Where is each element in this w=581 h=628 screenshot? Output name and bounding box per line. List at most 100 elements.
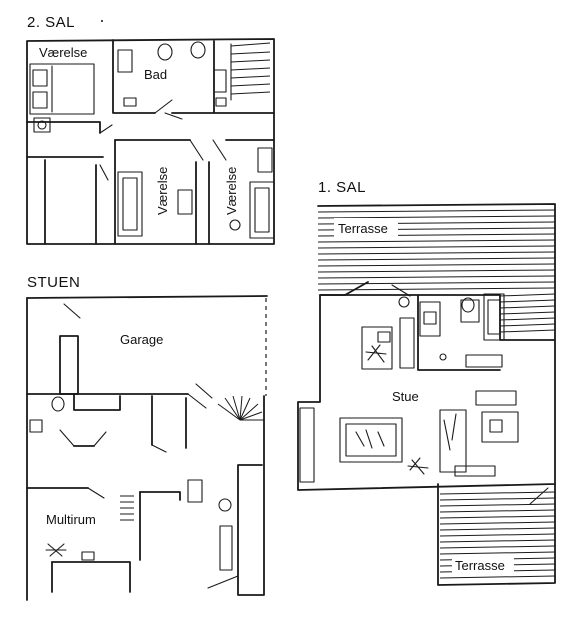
room-label-terrace: Terrasse bbox=[455, 558, 505, 573]
single-bed bbox=[249, 181, 275, 239]
label-background bbox=[452, 556, 514, 576]
sideboard bbox=[299, 407, 315, 483]
door-swing bbox=[207, 575, 239, 589]
chair bbox=[229, 219, 241, 231]
cabinet bbox=[187, 479, 203, 503]
room-label-garage: Garage bbox=[120, 332, 163, 347]
room-label-living-room: Stue bbox=[392, 389, 419, 404]
pen-dot bbox=[101, 20, 103, 22]
plant bbox=[365, 344, 387, 363]
mattress bbox=[254, 187, 270, 233]
wall bbox=[51, 561, 131, 593]
door-swing bbox=[99, 124, 113, 134]
toilet bbox=[461, 297, 475, 313]
chairs bbox=[355, 429, 385, 449]
door-swing bbox=[212, 139, 227, 161]
wall bbox=[171, 40, 215, 114]
dining-table bbox=[339, 417, 403, 463]
double-bed bbox=[29, 63, 95, 115]
room-label-bath: Bad bbox=[144, 67, 167, 82]
door-swing bbox=[59, 429, 75, 447]
door-swing bbox=[87, 487, 105, 499]
door-swing bbox=[344, 281, 369, 296]
cooktop bbox=[423, 311, 437, 325]
toilet bbox=[51, 396, 65, 412]
door-swing bbox=[93, 431, 107, 447]
cabinet bbox=[465, 354, 503, 368]
washing-machine bbox=[33, 117, 51, 133]
dining-table-top bbox=[345, 423, 397, 457]
door-swing bbox=[164, 112, 183, 120]
wall bbox=[112, 39, 156, 114]
door-swing bbox=[63, 303, 81, 319]
pillow bbox=[32, 91, 48, 109]
bench bbox=[454, 465, 496, 477]
desk bbox=[177, 189, 193, 215]
label-background bbox=[334, 218, 398, 238]
plant bbox=[45, 543, 67, 557]
sofa bbox=[475, 390, 517, 406]
pillow bbox=[32, 69, 48, 87]
shower-tray bbox=[213, 69, 227, 93]
door-swing bbox=[187, 393, 207, 409]
door-swing bbox=[151, 444, 167, 453]
small-table bbox=[81, 551, 95, 561]
door-swing bbox=[154, 99, 173, 114]
sink bbox=[29, 419, 43, 433]
room-label-terrace: Terrasse bbox=[338, 221, 388, 236]
second-floor-title: 2. SAL bbox=[27, 14, 75, 31]
room-label-bedroom: Værelse bbox=[155, 167, 170, 215]
spiral-stairs bbox=[217, 395, 264, 421]
plant bbox=[407, 457, 429, 475]
first-floor-title: 1. SAL bbox=[318, 179, 366, 196]
door-swing bbox=[391, 284, 411, 297]
sofa-long bbox=[439, 409, 467, 473]
mattress bbox=[122, 177, 138, 231]
boiler bbox=[218, 498, 232, 512]
second-floor-outer-walls bbox=[26, 38, 275, 245]
room-label-multiroom: Multirum bbox=[46, 512, 96, 527]
toilet bbox=[190, 41, 206, 59]
ground-floor-plan: STUEN bbox=[26, 274, 268, 601]
wall bbox=[26, 121, 101, 134]
shelf bbox=[219, 525, 233, 571]
terrace-top-hatch bbox=[317, 203, 556, 333]
column-structure bbox=[59, 335, 79, 395]
second-floor-plan: 2. SAL bbox=[26, 14, 275, 245]
wall bbox=[237, 395, 265, 596]
lamp bbox=[398, 296, 410, 308]
wall bbox=[73, 393, 121, 411]
ground-floor-title: STUEN bbox=[27, 274, 80, 291]
sofa-cushion-lines bbox=[443, 413, 457, 451]
wall bbox=[417, 295, 501, 371]
door-swing bbox=[99, 164, 109, 181]
kitchen-counter bbox=[419, 301, 441, 337]
door-swing bbox=[189, 139, 204, 161]
door-swing bbox=[195, 383, 213, 399]
stairs bbox=[120, 495, 134, 521]
bathtub bbox=[483, 293, 505, 341]
washing-machine-drum bbox=[37, 120, 47, 130]
first-floor-plan: 1. SAL bbox=[297, 179, 556, 586]
coffee-table bbox=[481, 411, 519, 443]
sink bbox=[215, 97, 227, 107]
single-bed bbox=[117, 171, 143, 237]
tray bbox=[489, 419, 503, 433]
toilet bbox=[157, 43, 173, 61]
stairs bbox=[230, 42, 271, 101]
sink bbox=[123, 97, 137, 107]
rug bbox=[399, 317, 415, 369]
wall bbox=[139, 491, 181, 501]
room-label-bedroom: Værelse bbox=[39, 45, 87, 60]
bathtub-inner bbox=[487, 299, 501, 335]
room-label-bedroom: Værelse bbox=[224, 167, 239, 215]
toilet-bathroom bbox=[460, 299, 480, 323]
wall bbox=[26, 295, 268, 299]
sink bbox=[439, 353, 447, 361]
armchair bbox=[361, 326, 393, 370]
shower-tray bbox=[117, 49, 133, 73]
desk bbox=[257, 147, 273, 173]
door-swing bbox=[529, 487, 549, 505]
side-table bbox=[377, 331, 391, 343]
